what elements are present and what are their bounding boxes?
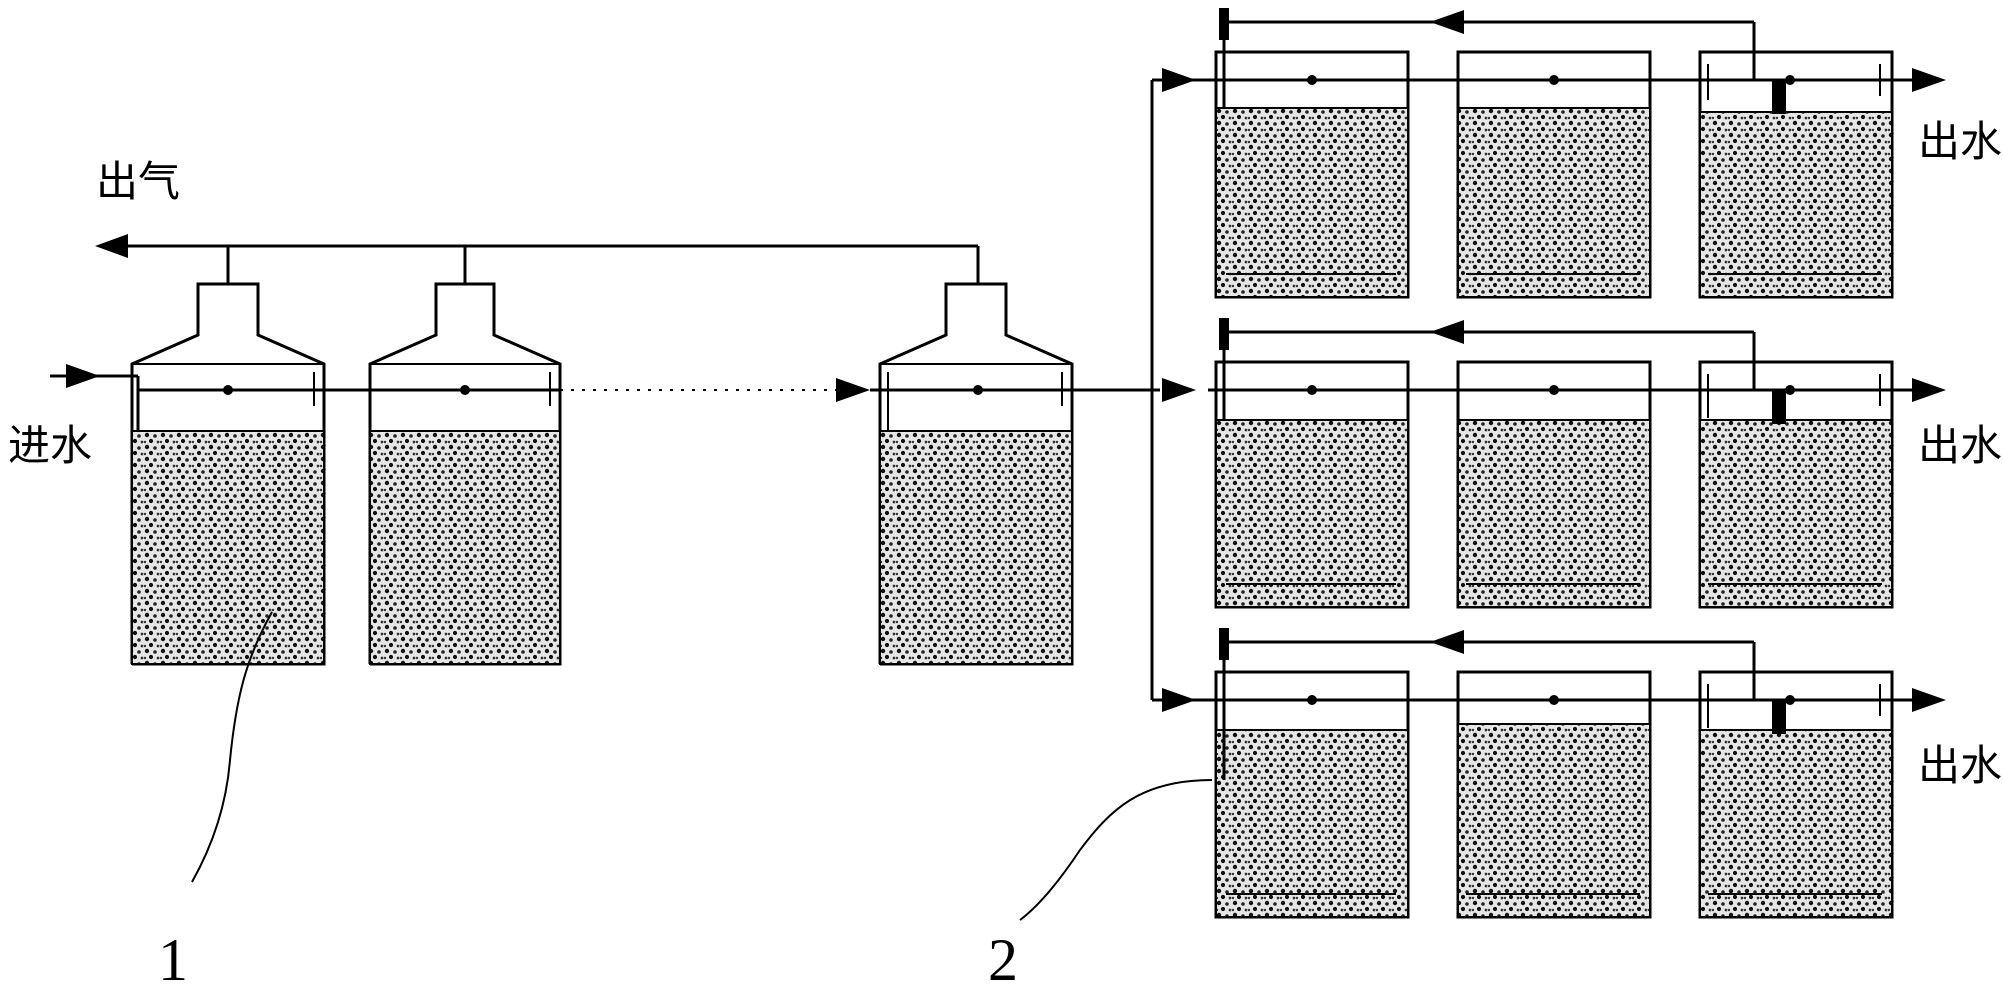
reactor-n-media (879, 430, 1073, 665)
series-arrow (836, 378, 870, 402)
tank-row-3 (1208, 628, 1946, 919)
reactor-1-media (131, 430, 325, 665)
gas-outlet-arrow (95, 234, 128, 258)
tank-row-2 (1208, 318, 1946, 609)
outlet-arrow-1 (1912, 68, 1946, 92)
outlet-label-1: 出水 (1918, 117, 2002, 166)
callout-2-leader (1019, 779, 1213, 921)
callout-1-leader (191, 611, 273, 883)
reactor-n (878, 282, 1074, 666)
callout-2-number: 2 (988, 927, 1018, 991)
callout-1-number: 1 (158, 927, 188, 991)
outlet-arrow-2 (1912, 378, 1946, 402)
outlet-label-2: 出水 (1918, 421, 2002, 470)
manifold-arrow-2 (1162, 378, 1196, 402)
manifold-arrow-1 (1162, 68, 1196, 92)
tank-row-1 (1208, 8, 1946, 299)
outlet-arrow-3 (1912, 688, 1946, 712)
gas-outlet-label: 出气 (96, 157, 180, 206)
reactor-2 (368, 282, 562, 666)
inlet-label: 进水 (8, 421, 92, 470)
manifold-arrow-3 (1162, 688, 1196, 712)
reactor-1 (130, 282, 326, 666)
reactor-2-media (369, 430, 561, 665)
outlet-label-3: 出水 (1918, 741, 2002, 790)
inlet-arrow (66, 364, 100, 388)
